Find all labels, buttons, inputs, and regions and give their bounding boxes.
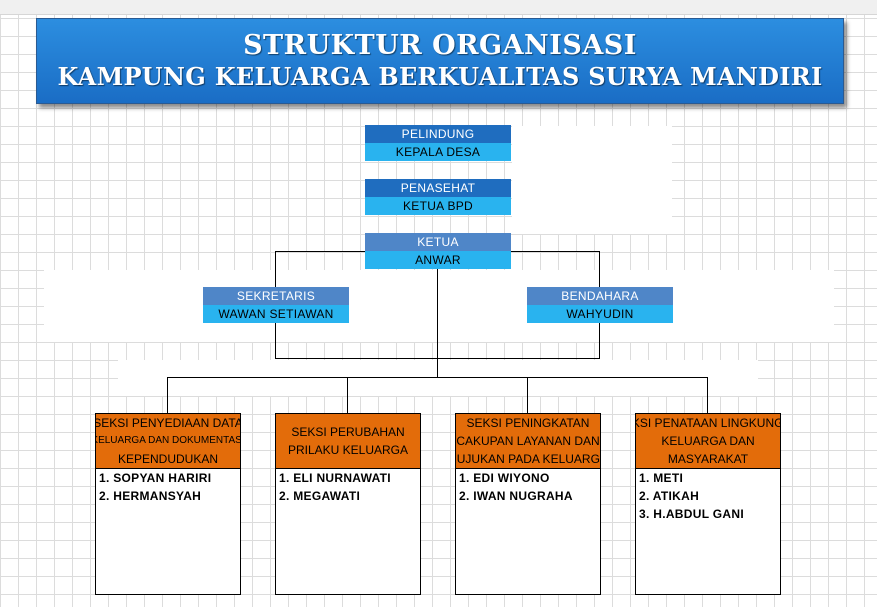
member-item: 3. H.ABDUL GANI (639, 507, 744, 521)
section-title-line: SEKSI PENYEDIAAN DATA (95, 416, 241, 430)
node-ketua-role: KETUA (365, 233, 511, 251)
node-sekretaris: SEKRETARIS WAWAN SETIAWAN (203, 287, 349, 323)
connector-ketua-down (437, 268, 438, 358)
connector-section-3 (527, 377, 528, 413)
member-item: 2. HERMANSYAH (99, 489, 202, 503)
connector-section-4 (707, 377, 708, 413)
section-header: SEKSI PENYEDIAAN DATA KELUARGA DAN DOKUM… (96, 414, 240, 469)
member-item: 2. ATIKAH (639, 489, 700, 503)
title-line-2: KAMPUNG KELUARGA BERKUALITAS SURYA MANDI… (57, 62, 823, 91)
section-title-line: SEKSI PENINGKATAN (466, 416, 590, 430)
section-title-line: SEKSI PENATAAN LINGKUNGAN (636, 416, 780, 430)
member-item: 2. MEGAWATI (279, 489, 361, 503)
section-title-line: PRILAKU KELUARGA (287, 443, 409, 457)
title-banner: STRUKTUR ORGANISASI KAMPUNG KELUARGA BER… (36, 18, 844, 104)
connector-sections-trunk (437, 358, 438, 378)
node-penasehat-role: PENASEHAT (365, 179, 511, 197)
node-sekretaris-role: SEKRETARIS (203, 287, 349, 305)
member-item: 2. IWAN NUGRAHA (459, 489, 573, 503)
section-title-line: CAKUPAN LAYANAN DAN (456, 434, 600, 448)
member-item: 1. SOPYAN HARIRI (99, 471, 212, 485)
connector-section-2 (347, 377, 348, 413)
node-bendahara-role: BENDAHARA (527, 287, 673, 305)
member-list: 1. SOPYAN HARIRI 2. HERMANSYAH (96, 469, 240, 505)
title-line-1: STRUKTUR ORGANISASI (243, 30, 637, 61)
member-item: 1. METI (639, 471, 684, 485)
node-ketua-name: ANWAR (365, 251, 511, 269)
section-title-line: KEPENDUDUKAN (117, 452, 219, 466)
section-box-peningkatan-cakupan: SEKSI PENINGKATAN CAKUPAN LAYANAN DAN RU… (455, 413, 601, 595)
node-penasehat: PENASEHAT KETUA BPD (365, 179, 511, 215)
member-list: 1. ELI NURNAWATI 2. MEGAWATI (276, 469, 420, 505)
node-sekretaris-name: WAWAN SETIAWAN (203, 305, 349, 323)
member-list: 1. METI 2. ATIKAH 3. H.ABDUL GANI (636, 469, 780, 523)
section-header: SEKSI PENATAAN LINGKUNGAN KELUARGA DAN M… (636, 414, 780, 469)
node-pelindung-role: PELINDUNG (365, 125, 511, 143)
section-box-perubahan-prilaku: SEKSI PERUBAHAN PRILAKU KELUARGA 1. ELI … (275, 413, 421, 595)
node-ketua: KETUA ANWAR (365, 233, 511, 269)
node-pelindung: PELINDUNG KEPALA DESA (365, 125, 511, 161)
blank-cells (512, 126, 672, 234)
section-box-penyediaan-data: SEKSI PENYEDIAAN DATA KELUARGA DAN DOKUM… (95, 413, 241, 595)
node-bendahara: BENDAHARA WAHYUDIN (527, 287, 673, 323)
section-title-line: KELUARGA DAN (661, 434, 755, 448)
node-bendahara-name: WAHYUDIN (527, 305, 673, 323)
section-header: SEKSI PENINGKATAN CAKUPAN LAYANAN DAN RU… (456, 414, 600, 469)
section-header: SEKSI PERUBAHAN PRILAKU KELUARGA (276, 414, 420, 469)
connector-section-1 (167, 377, 168, 413)
member-item: 1. ELI NURNAWATI (279, 471, 391, 485)
connector-sections-horizontal (167, 377, 708, 378)
toolbar-strip (0, 0, 877, 15)
member-list: 1. EDI WIYONO 2. IWAN NUGRAHA (456, 469, 600, 505)
section-title-line: SEKSI PERUBAHAN (291, 425, 405, 439)
node-pelindung-name: KEPALA DESA (365, 143, 511, 161)
section-title-line: RUJUKAN PADA KELUARGA (455, 452, 601, 466)
section-box-penataan-lingkungan: SEKSI PENATAAN LINGKUNGAN KELUARGA DAN M… (635, 413, 781, 595)
section-title-line: KELUARGA DAN DOKUMENTASI (95, 435, 241, 446)
blank-cells (44, 270, 834, 342)
member-item: 1. EDI WIYONO (459, 471, 550, 485)
node-penasehat-name: KETUA BPD (365, 197, 511, 215)
section-title-line: MASYARAKAT (667, 452, 749, 466)
blank-cells (118, 360, 758, 396)
